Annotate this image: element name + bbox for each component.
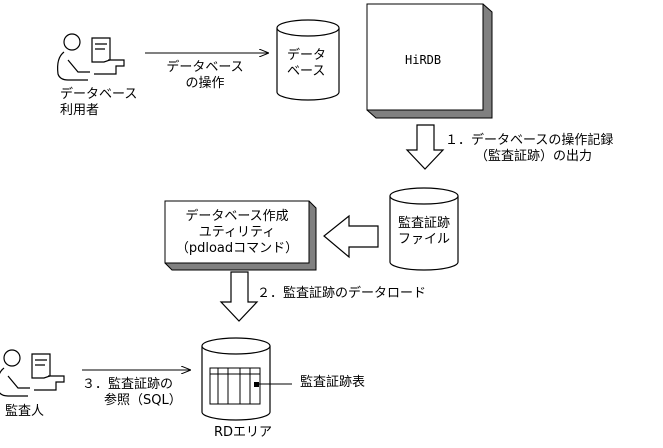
database-label: データ ベース [287, 48, 326, 80]
load-block-arrow [323, 214, 379, 259]
database-user-label-line2: 利用者 [60, 103, 100, 118]
utility-label: データベース作成 ユティリティ （pdloadコマンド） [165, 209, 309, 257]
database-label-line1: データ [287, 48, 327, 63]
step1-label-line1: １．データベースの操作記録 [445, 133, 614, 148]
audit-file-label-line2: ファイル [397, 232, 450, 247]
operation-label: データベース の操作 [155, 60, 255, 92]
step1-label-line2: （監査証跡）の出力 [475, 149, 593, 164]
step3-label: ３．監査証跡の 参照（SQL） [82, 377, 182, 409]
step1-label: １．データベースの操作記録 （監査証跡）の出力 [445, 133, 613, 165]
auditor-label: 監査人 [5, 404, 45, 419]
audit-table-grid [209, 367, 261, 405]
audit-table-marker [254, 382, 259, 387]
audit-file-label-line1: 監査証跡 [397, 216, 450, 231]
database-user-label-line1: データベース [60, 87, 138, 102]
database-label-line2: ベース [287, 64, 326, 79]
rd-area-label: RDエリア [214, 425, 273, 440]
database-user-icon [57, 33, 125, 81]
hirdb-label: HiRDB [405, 53, 442, 67]
audit-table-label: 監査証跡表 [300, 375, 366, 390]
step1-block-arrow [405, 124, 445, 170]
audit-file-label: 監査証跡 ファイル [390, 216, 458, 248]
step2-block-arrow [219, 271, 259, 322]
utility-label-line3: （pdloadコマンド） [175, 241, 299, 256]
step3-label-line2: 参照（SQL） [104, 393, 182, 408]
hirdb-box [366, 3, 493, 119]
database-cylinder [276, 19, 340, 101]
utility-label-line1: データベース作成 [185, 209, 289, 224]
audit-file-cylinder [389, 187, 459, 271]
step2-label: ２．監査証跡のデータロード [257, 286, 427, 301]
database-user-label: データベース 利用者 [60, 87, 137, 119]
utility-box [164, 200, 317, 271]
utility-label-line2: ユティリティ [198, 225, 276, 240]
operation-label-line2: の操作 [185, 76, 225, 91]
operation-label-line1: データベース [166, 60, 244, 75]
step3-label-line1: ３．監査証跡の [82, 377, 174, 392]
auditor-icon [0, 349, 65, 397]
